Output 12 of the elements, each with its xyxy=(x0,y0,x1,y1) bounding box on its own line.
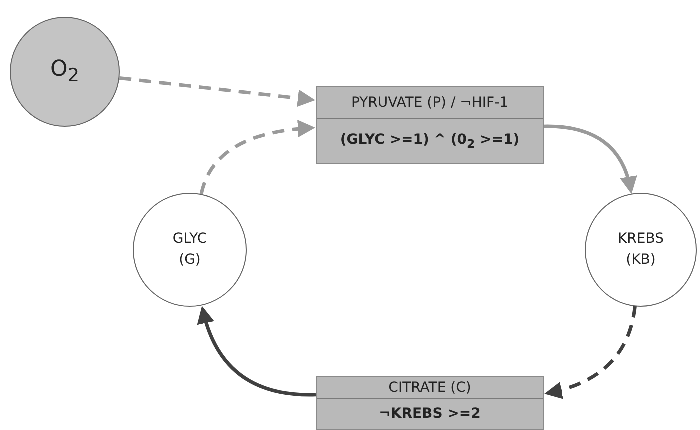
arrow xyxy=(198,306,316,397)
rule-text: ¬KREBS >=2 xyxy=(379,406,481,422)
node-label: GLYC (G) xyxy=(172,230,208,270)
node-title: PYRUVATE (P) / ¬HIF-1 xyxy=(351,94,509,111)
node-label: O$_{2}$ xyxy=(50,57,80,87)
rule-text: (GLYC >=1) ^ (0$_{2}$ >=1) xyxy=(340,132,520,151)
arrow xyxy=(119,76,316,108)
node-label: KREBS (KB) xyxy=(617,230,665,270)
arrow xyxy=(544,124,637,194)
arrow xyxy=(200,120,316,195)
node-title: CITRATE (C) xyxy=(388,380,472,396)
arrow xyxy=(544,305,638,399)
